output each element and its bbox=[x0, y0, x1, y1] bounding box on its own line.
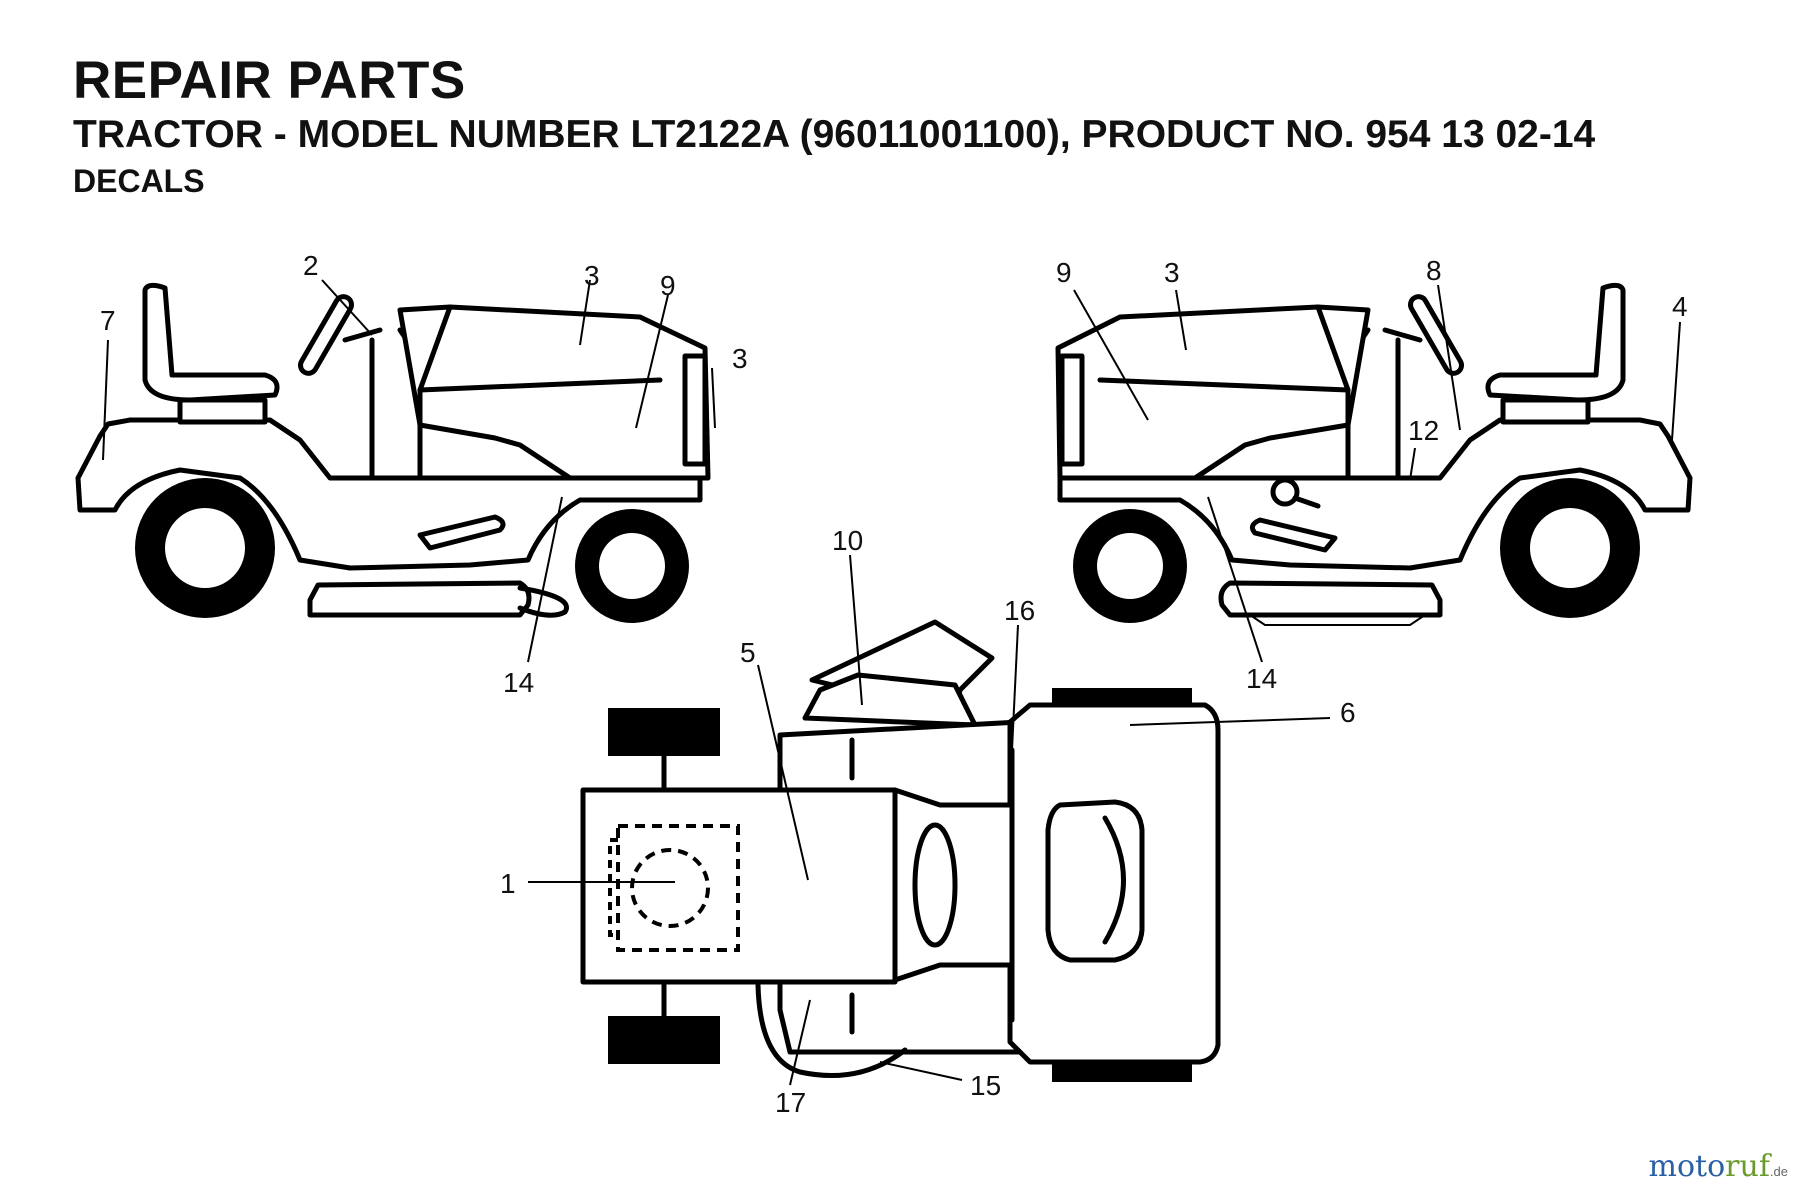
watermark-logo: motoruf.de bbox=[1648, 1149, 1788, 1184]
callout-9: 9 bbox=[660, 270, 676, 301]
callout-6: 6 bbox=[1340, 697, 1356, 728]
tractor-side-view-left: 2 7 3 9 3 14 bbox=[75, 250, 748, 698]
model-subtitle: TRACTOR - MODEL NUMBER LT2122A (96011001… bbox=[73, 113, 1596, 156]
tractor-side-view-right: 9 3 8 4 12 14 bbox=[1055, 255, 1693, 694]
callout-9-right: 9 bbox=[1056, 257, 1072, 288]
callout-2: 2 bbox=[303, 250, 319, 281]
callout-17: 17 bbox=[775, 1087, 806, 1118]
callout-8: 8 bbox=[1426, 255, 1442, 286]
tractor-top-view: 10 16 5 6 1 17 15 bbox=[500, 525, 1356, 1118]
callout-3-grille: 3 bbox=[732, 343, 748, 374]
section-label: DECALS bbox=[73, 163, 205, 199]
page-title: REPAIR PARTS bbox=[73, 51, 466, 110]
callout-5: 5 bbox=[740, 637, 756, 668]
callout-3-right: 3 bbox=[1164, 257, 1180, 288]
callout-15: 15 bbox=[970, 1070, 1001, 1101]
callout-14: 14 bbox=[503, 667, 534, 698]
callout-12: 12 bbox=[1408, 415, 1439, 446]
callout-16: 16 bbox=[1004, 595, 1035, 626]
callout-14-right: 14 bbox=[1246, 663, 1277, 694]
callout-1: 1 bbox=[500, 868, 516, 899]
callout-7: 7 bbox=[100, 305, 116, 336]
callout-10: 10 bbox=[832, 525, 863, 556]
callout-3: 3 bbox=[584, 260, 600, 291]
callout-4: 4 bbox=[1672, 291, 1688, 322]
